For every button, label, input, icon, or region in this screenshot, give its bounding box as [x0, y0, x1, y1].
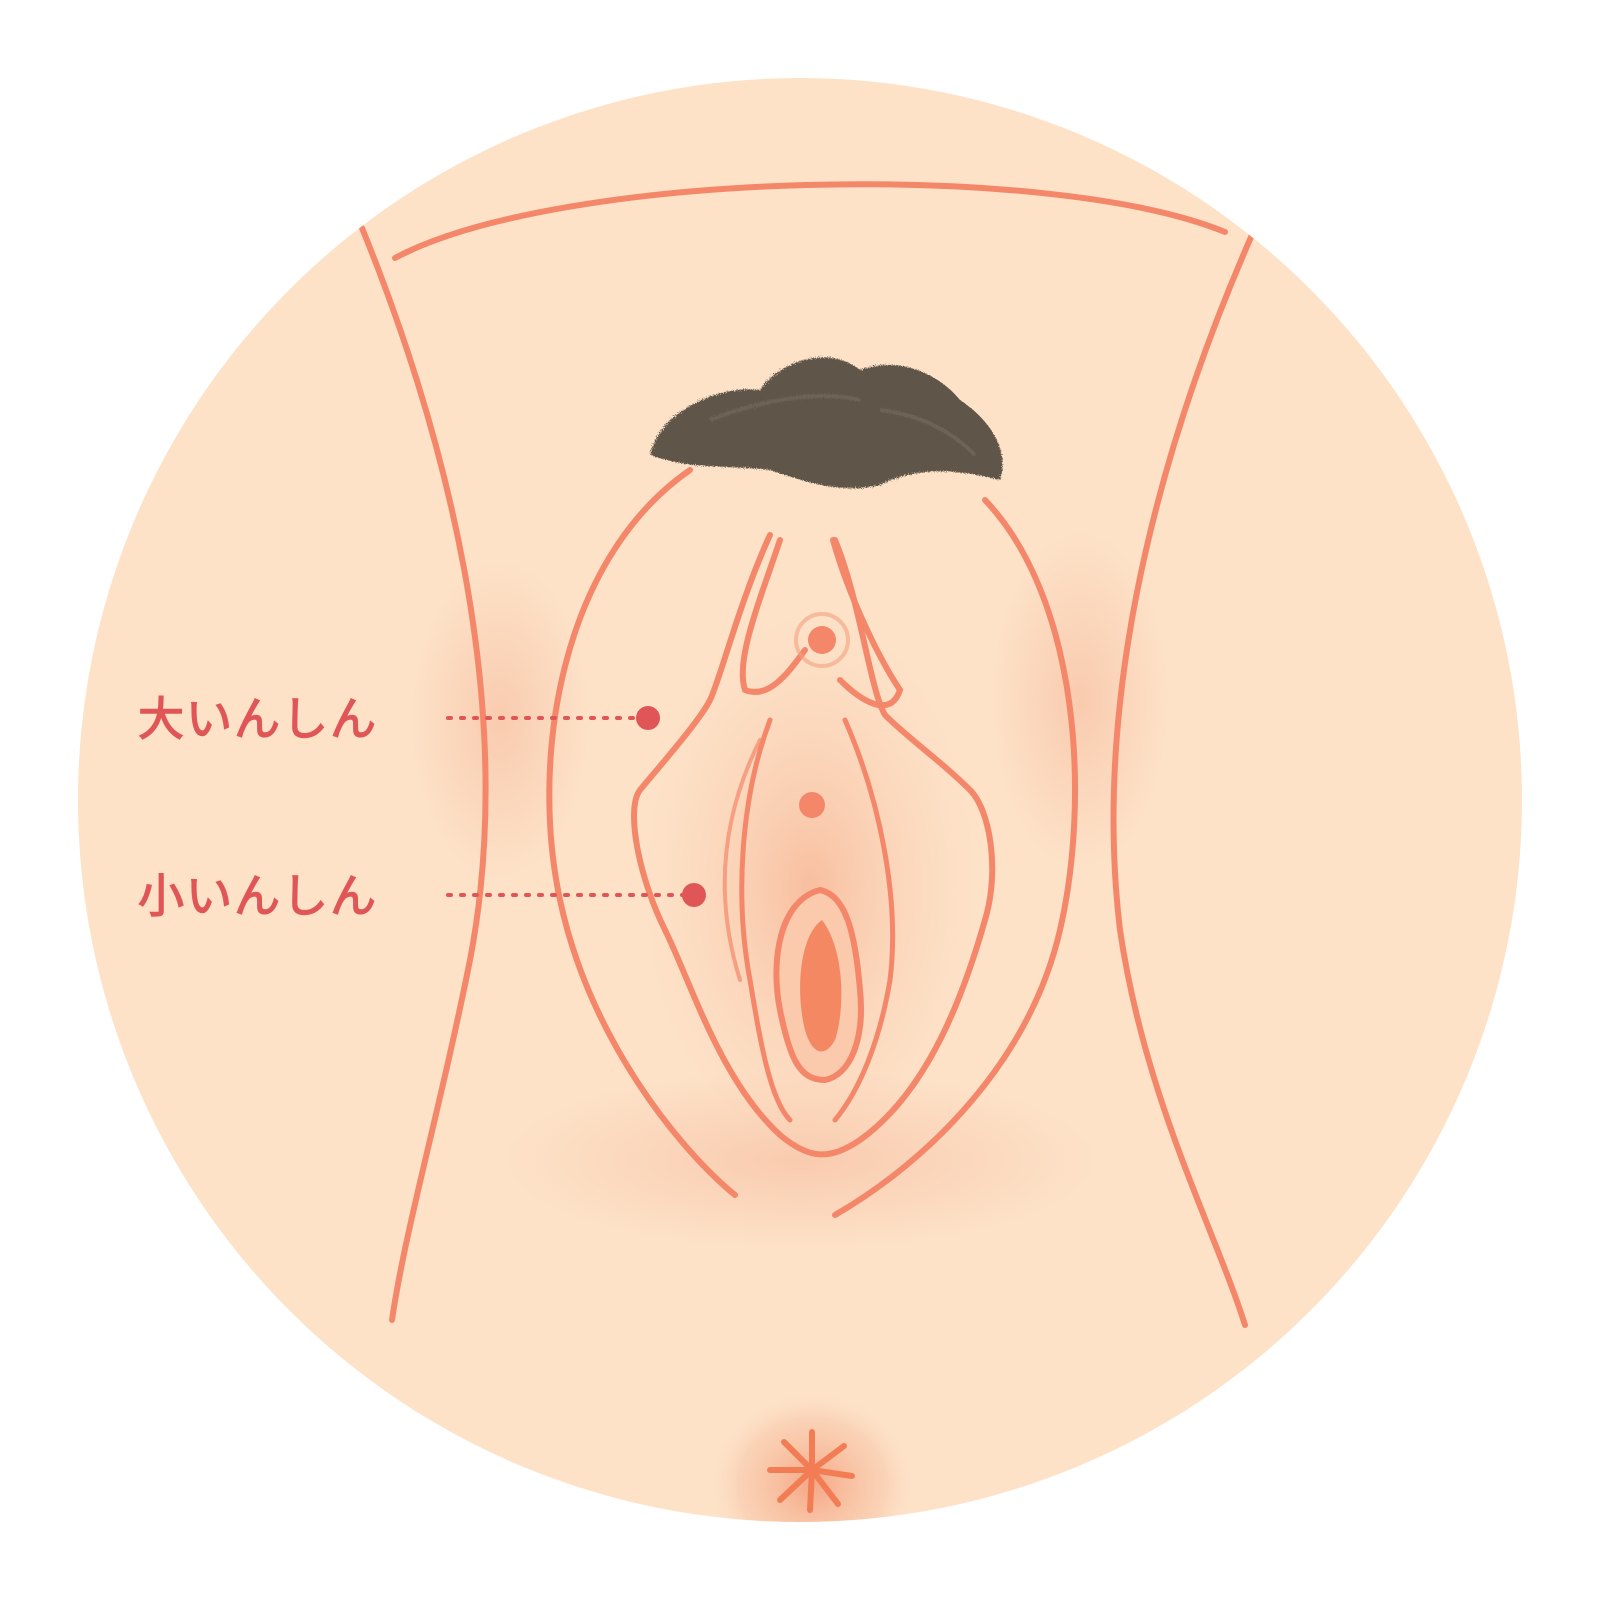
left-leg-line [359, 225, 489, 1323]
inner-fold-left-2 [722, 738, 762, 982]
label-labia-majora-text: 大いんしん [138, 692, 378, 746]
urethra-dot [799, 792, 825, 818]
pubic-hair [650, 357, 1003, 489]
illustration-body [359, 181, 1258, 1522]
vaginal-opening-inner [800, 920, 842, 1052]
label-labia-majora: 大いんしん [138, 692, 660, 746]
clitoral-hood-left [739, 537, 808, 695]
labia-majora-right [832, 497, 1079, 1218]
labia-minora-outline [631, 532, 996, 1158]
shading-bottom [500, 1070, 1100, 1250]
pointer-dot-labia-majora [636, 706, 660, 730]
labia-majora-left [546, 467, 738, 1198]
shading-right [990, 530, 1170, 870]
clitoral-hood-right [830, 537, 904, 709]
inner-glow [640, 580, 980, 1140]
clitoris-dot [808, 626, 836, 654]
label-labia-minora: 小いんしん [138, 869, 706, 923]
pointer-dot-labia-minora [682, 883, 706, 907]
anus-mark [767, 1429, 855, 1513]
clitoris-ring [794, 612, 850, 668]
label-labia-minora-text: 小いんしん [138, 869, 378, 923]
waist-line [392, 181, 1228, 261]
inner-fold-left [739, 717, 793, 1123]
right-leg-line [1110, 225, 1258, 1328]
inner-fold-right [832, 717, 896, 1123]
